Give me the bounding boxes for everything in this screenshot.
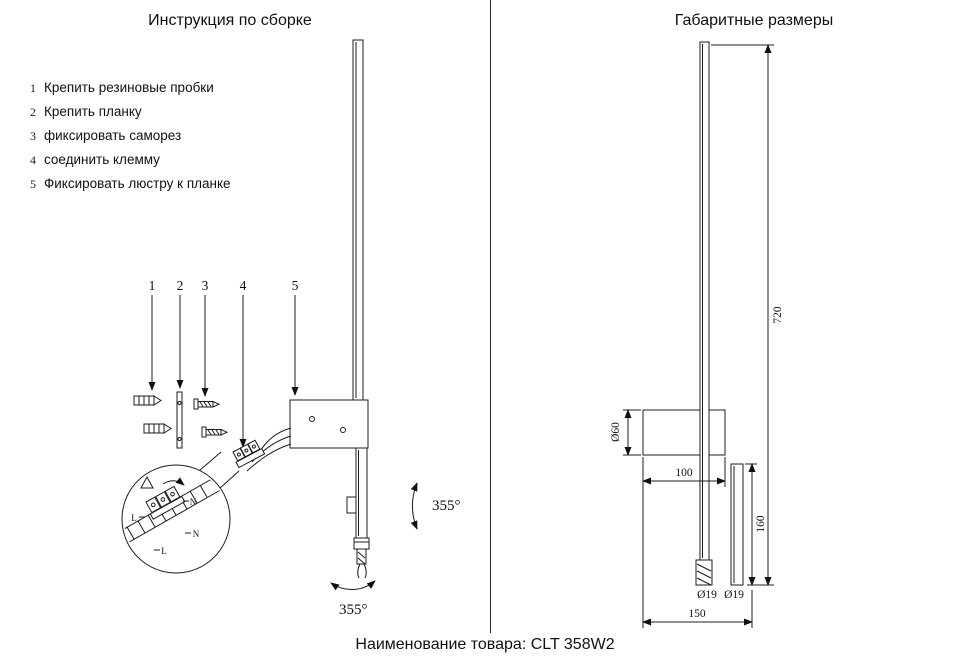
dim-label-160: 160 [755, 515, 767, 533]
assembly-drawing: 1 2 3 4 5 [121, 39, 461, 618]
side-rotation-arrow: 355° [410, 482, 461, 530]
wire-label-n2: N [193, 529, 200, 539]
step-number: 5 [30, 177, 36, 191]
step-text: Крепить планку [44, 104, 142, 119]
step-item-3: 3 фиксировать саморез [30, 128, 231, 152]
wire-label-n1: N [190, 497, 197, 507]
step-text: Крепить резиновые пробки [44, 80, 214, 95]
callout-4: 4 [240, 278, 247, 293]
step-item-5: 5 Фиксировать люстру к планке [30, 176, 231, 200]
wire-label-l2: L [161, 546, 167, 556]
step-number: 3 [30, 129, 36, 143]
callout-1: 1 [149, 278, 156, 293]
warning-triangle-icon [140, 475, 154, 489]
step-text: соединить клемму [44, 152, 160, 167]
callout-5: 5 [292, 278, 299, 293]
dimension-drawing: 720 160 Ø60 100 150 Ø19 [610, 41, 784, 628]
detail-view-leaders [198, 451, 240, 490]
step-number: 4 [30, 153, 36, 167]
callout-3: 3 [202, 278, 209, 293]
lamp-upper-tube [352, 39, 364, 401]
screws [193, 398, 229, 438]
step-text: Фиксировать люстру к планке [44, 176, 231, 191]
step-number: 1 [30, 81, 36, 95]
mounting-box [289, 399, 369, 449]
dim-label-100: 100 [675, 467, 693, 479]
dim-label-19-left: Ø19 [697, 589, 717, 601]
dim-width-100: 100 [642, 457, 726, 628]
bottom-rotation-arrow: 355° [330, 580, 376, 618]
assembly-steps-list: 1 Крепить резиновые пробки 2 Крепить пла… [30, 80, 231, 200]
step-number: 2 [30, 105, 36, 119]
step-item-2: 2 Крепить планку [30, 104, 231, 128]
lamp-lower-tube [346, 447, 368, 539]
side-rotation-label: 355° [432, 498, 461, 514]
wire-label-l1: L [131, 513, 137, 523]
dim-height-720: 720 [711, 44, 784, 586]
insert-arrow-icon [162, 477, 185, 486]
dim-length-160: 160 [745, 463, 767, 586]
dim-label-150: 150 [688, 608, 706, 620]
callout-leader-lines [148, 295, 299, 448]
rubber-plugs [133, 395, 172, 434]
panel-divider [490, 0, 491, 633]
dim-label-60: Ø60 [610, 422, 622, 442]
dim-label-19-right: Ø19 [724, 589, 744, 601]
mounting-strip [176, 391, 183, 449]
dim-label-720: 720 [772, 306, 784, 324]
step-item-4: 4 соединить клемму [30, 152, 231, 176]
callout-2: 2 [177, 278, 184, 293]
terminal-block [232, 439, 266, 469]
dim-lamp-body [642, 41, 744, 586]
step-text: фиксировать саморез [44, 128, 182, 143]
step-item-1: 1 Крепить резиновые пробки [30, 80, 231, 104]
bottom-rotation-label: 355° [339, 602, 368, 618]
bottom-connector [353, 537, 370, 579]
detail-view-circle: N L N L [121, 464, 231, 574]
right-panel-title: Габаритные размеры [674, 12, 834, 29]
dim-width-150: 150 [642, 590, 753, 628]
product-name: Наименование товара: CLT 358W2 [355, 636, 615, 653]
detail-terminal-strip [145, 485, 186, 520]
dim-diameter-60: Ø60 [610, 409, 641, 456]
left-panel-title: Инструкция по сборке [148, 12, 312, 29]
